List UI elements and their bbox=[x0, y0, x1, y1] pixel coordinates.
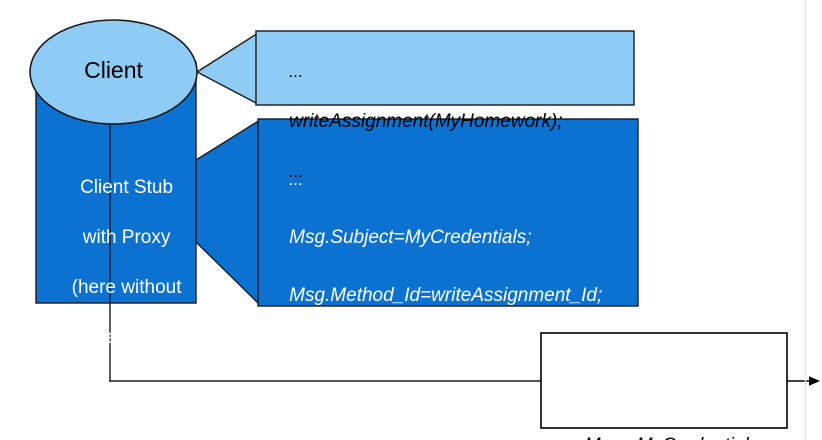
application-callout-line-1: ... bbox=[289, 62, 304, 81]
application-callout-tail bbox=[195, 31, 259, 106]
message-box-content: Msg:MyCredentials writeAssignment_Id MyH… bbox=[553, 341, 802, 440]
stub-callout-line-2: Msg.Subject=MyCredentials; bbox=[289, 227, 532, 248]
stub-callout-line-3: Msg.Method_Id=writeAssignment_Id; bbox=[289, 285, 603, 306]
client-node-label: Client bbox=[84, 57, 143, 83]
stub-callout-box bbox=[257, 118, 639, 307]
client-stub-label-line-3: (here without bbox=[71, 277, 182, 298]
client-stub-label-line-2: with Proxy bbox=[82, 227, 171, 248]
stub-callout-line-1: ... bbox=[289, 170, 304, 189]
message-box bbox=[540, 332, 788, 429]
stub-callout-line-4: Msg.Params= MyHomework; bbox=[289, 343, 534, 364]
application-callout-code: ... writeAssignment(MyHomework); ... bbox=[268, 34, 563, 209]
client-stub-label-line-4: PEP and PDP) bbox=[63, 327, 190, 348]
application-callout-line-3: ... bbox=[289, 162, 304, 181]
application-callout-line-2: writeAssignment(MyHomework); bbox=[289, 111, 563, 132]
message-box-field-1: MyCredentials bbox=[637, 431, 758, 440]
stub-callout-line-5: send(Server, Msg); bbox=[289, 401, 450, 422]
application-callout-box bbox=[255, 30, 635, 106]
message-box-row-1: Msg:MyCredentials bbox=[553, 401, 802, 440]
message-box-key: Msg: bbox=[585, 431, 637, 440]
stub-callout-code: ... Msg.Subject=MyCredentials; Msg.Metho… bbox=[268, 136, 602, 440]
client-stub-label: Client Stub with Proxy (here without PEP… bbox=[28, 150, 204, 375]
outgoing-message-arrowhead bbox=[809, 376, 820, 386]
client-node-ellipse bbox=[29, 19, 198, 125]
client-stub-label-line-1: Client Stub bbox=[80, 177, 174, 198]
stub-callout-tail bbox=[195, 118, 261, 307]
